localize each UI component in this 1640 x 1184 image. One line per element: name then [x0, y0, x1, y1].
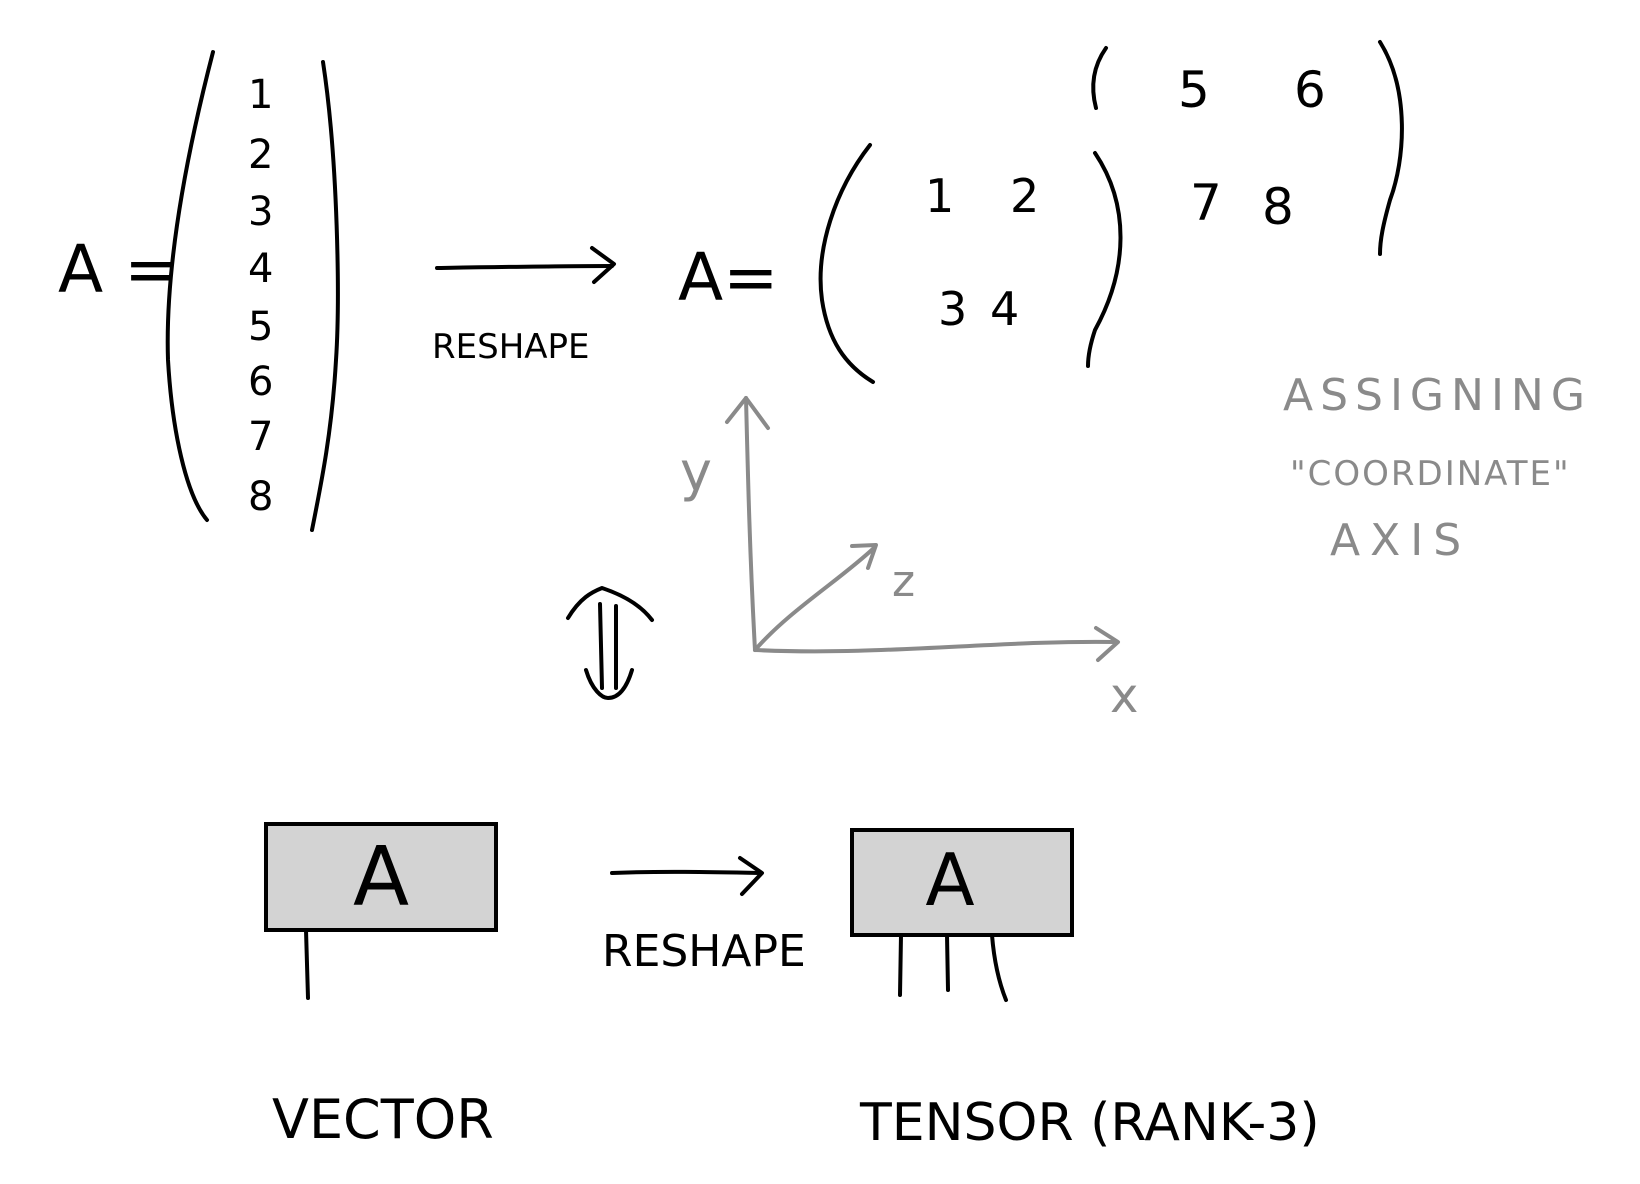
vector-node-box: [264, 822, 498, 932]
vector-node: A: [264, 822, 498, 1000]
double-arrow-shaft: [598, 602, 604, 690]
reshape-arrow: [435, 264, 614, 270]
back-slice-entry: 8: [1262, 178, 1294, 236]
back-slice-left-bracket: [1091, 46, 1108, 110]
front-slice-entry: 3: [938, 282, 967, 336]
front-slice-entry: 2: [1010, 169, 1039, 223]
y-axis-label: y: [680, 440, 712, 503]
vector-lhs: A =: [58, 231, 179, 308]
front-slice-entry: 1: [925, 169, 954, 223]
z-axis: [753, 545, 877, 652]
reshape-label: RESHAPE: [602, 926, 806, 977]
x-axis-arrowhead: [1094, 626, 1120, 662]
vector-node-label: A: [353, 830, 409, 925]
z-axis-arrowhead: [850, 543, 878, 570]
front-slice-entry: 4: [990, 282, 1019, 336]
z-axis-label: z: [892, 556, 915, 607]
double-arrow-top-head: [566, 586, 654, 622]
equivalence-double-arrow: [566, 586, 654, 700]
note-line: AXIS: [1330, 515, 1471, 566]
vector-entry: 6: [248, 359, 273, 405]
vector-node-leg: [304, 928, 310, 1000]
tensor-node-leg: [898, 933, 903, 997]
y-axis-arrowhead: [725, 396, 770, 430]
vector-caption: VECTOR: [272, 1088, 494, 1151]
back-slice-entry: 7: [1190, 174, 1222, 232]
reshape-arrowhead: [738, 856, 764, 896]
back-slice-entry: 6: [1294, 61, 1326, 119]
vector-entry: 2: [248, 132, 273, 178]
vector-entries: 1 2 3 4 5 6 7 8: [248, 72, 273, 520]
note-line: ASSIGNING: [1283, 370, 1592, 421]
vector-right-bracket: [310, 60, 340, 532]
vector-entry: 8: [248, 474, 273, 520]
tensor-node-box: [850, 828, 1074, 937]
reshape-label: RESHAPE: [432, 327, 590, 367]
back-slice-right-bracket: [1378, 40, 1404, 256]
x-axis: [753, 639, 1118, 654]
coordinate-axes: y x z: [680, 396, 1138, 724]
tensor-node-leg: [945, 933, 950, 992]
double-arrow-bottom-head: [584, 668, 634, 700]
vector-entry: 3: [248, 189, 273, 235]
tensor-node: A: [850, 828, 1074, 1002]
back-slice-entry: 5: [1178, 61, 1210, 119]
tensor-caption: TENSOR (RANK-3): [859, 1093, 1320, 1153]
y-axis: [744, 396, 757, 652]
vector-entry: 1: [248, 72, 273, 118]
reshape-arrowhead: [590, 246, 616, 284]
tensor-node-leg: [990, 933, 1008, 1002]
front-slice-right-bracket: [1086, 151, 1123, 368]
front-slice-left-bracket: [818, 143, 875, 384]
x-axis-label: x: [1110, 668, 1138, 724]
tensor-node-label: A: [925, 838, 974, 922]
vector-entry: 7: [248, 414, 273, 460]
vector-entry: 5: [248, 304, 273, 350]
tensor-lhs: A=: [678, 239, 778, 316]
reshape-arrow: [610, 869, 762, 875]
vector-entry: 4: [248, 246, 273, 292]
vector-left-bracket: [165, 50, 215, 522]
note-line: "COORDINATE": [1290, 454, 1571, 494]
